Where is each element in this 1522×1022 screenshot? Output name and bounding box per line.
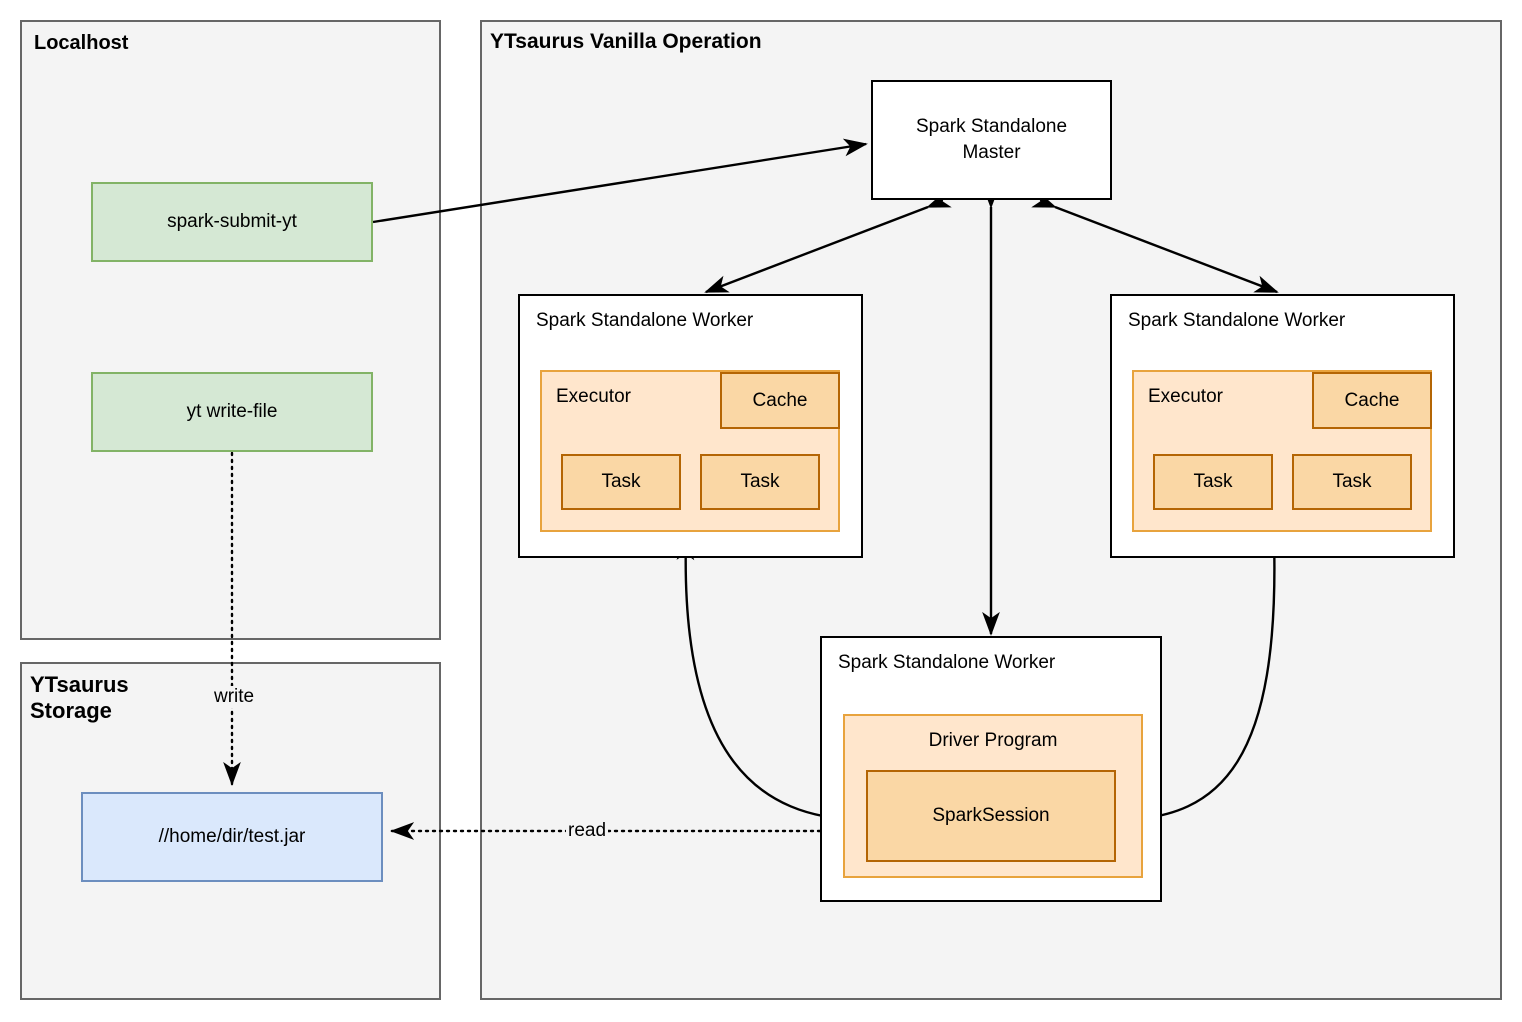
group-localhost (20, 20, 441, 640)
node-cache-left-label: Cache (752, 389, 808, 411)
node-task-left-1-label: Task (601, 471, 641, 492)
node-jar-file-label: //home/dir/test.jar (158, 826, 306, 847)
node-driver-program-label: Driver Program (928, 730, 1058, 751)
node-worker-left-label: Spark Standalone Worker (536, 310, 754, 331)
node-cache-right[interactable]: Cache (1312, 372, 1432, 429)
node-worker-right-label: Spark Standalone Worker (1128, 310, 1346, 331)
node-spark-standalone-master-label: Spark Standalone Master (915, 116, 1068, 163)
node-spark-submit-yt[interactable]: spark-submit-yt (91, 182, 373, 262)
node-task-right-1-label: Task (1193, 471, 1233, 492)
group-ytsaurus-storage-title: YTsaurus Storage (30, 672, 129, 723)
node-spark-submit-yt-label: spark-submit-yt (167, 211, 297, 232)
node-executor-right-label: Executor (1148, 386, 1223, 407)
node-worker-driver-label: Spark Standalone Worker (838, 652, 1056, 673)
node-spark-standalone-master[interactable]: Spark Standalone Master (871, 80, 1112, 200)
node-yt-write-file[interactable]: yt write-file (91, 372, 373, 452)
edge-label-read: read (566, 820, 609, 842)
node-spark-session-label: SparkSession (932, 805, 1050, 826)
group-localhost-title: Localhost (34, 32, 129, 54)
node-jar-file[interactable]: //home/dir/test.jar (81, 792, 383, 882)
node-executor-left-label: Executor (556, 386, 631, 407)
node-cache-left[interactable]: Cache (720, 372, 840, 429)
node-task-right-1[interactable]: Task (1153, 454, 1273, 510)
node-task-right-2[interactable]: Task (1292, 454, 1412, 510)
group-vanilla-operation-title: YTsaurus Vanilla Operation (490, 30, 762, 53)
node-cache-right-label: Cache (1344, 389, 1400, 411)
node-yt-write-file-label: yt write-file (186, 401, 278, 422)
node-task-left-1[interactable]: Task (561, 454, 681, 510)
node-task-left-2-label: Task (740, 471, 780, 492)
edge-label-write: write (212, 686, 257, 708)
node-spark-session[interactable]: SparkSession (866, 770, 1116, 862)
node-task-left-2[interactable]: Task (700, 454, 820, 510)
node-task-right-2-label: Task (1332, 471, 1372, 492)
